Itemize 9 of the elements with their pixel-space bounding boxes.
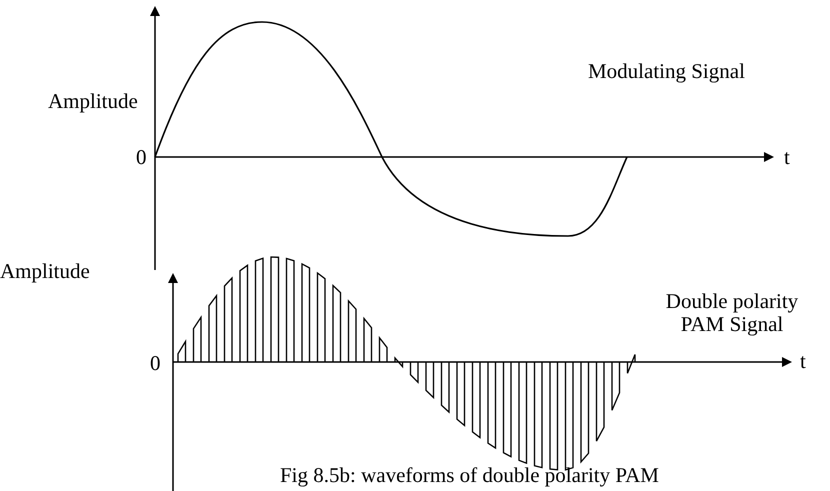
signal-label: Double polarity PAM Signal bbox=[664, 290, 800, 336]
tick-label: 0 bbox=[150, 352, 160, 376]
tick-label: 0 bbox=[136, 146, 146, 170]
axis-label: Amplitude bbox=[0, 260, 90, 284]
axis-label: t bbox=[800, 350, 806, 374]
figure-caption: Fig 8.5b: waveforms of double polarity PAM bbox=[280, 464, 659, 488]
signal-label: Modulating Signal bbox=[588, 60, 745, 84]
axis-label: t bbox=[784, 146, 790, 170]
axis-label: Amplitude bbox=[48, 90, 138, 114]
